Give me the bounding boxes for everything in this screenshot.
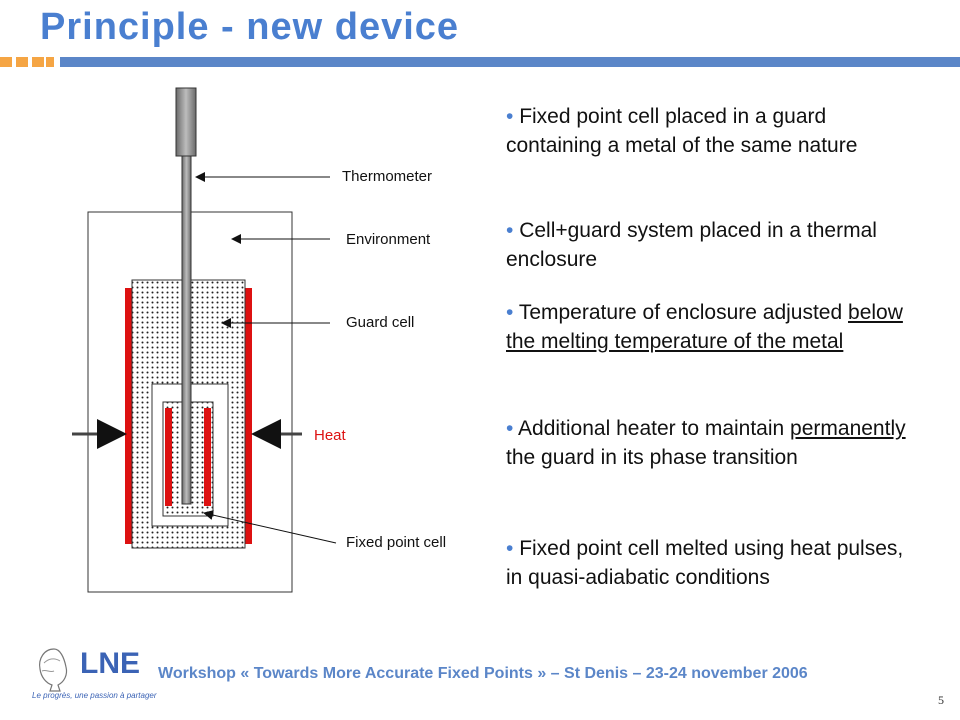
bullet-dot-icon: •	[506, 537, 520, 560]
bullet-item: • Additional heater to maintain permanen…	[506, 417, 906, 469]
cell-heater-left	[165, 408, 172, 506]
page-number: 5	[938, 693, 944, 707]
bullet-item: • Temperature of enclosure adjusted belo…	[506, 301, 903, 353]
thermometer-label: Thermometer	[342, 168, 432, 185]
guard-heater-right	[245, 288, 252, 544]
environment-label: Environment	[346, 231, 431, 248]
marianne-logo-icon	[39, 648, 68, 692]
bullet-dot-icon: •	[506, 219, 520, 242]
device-diagram: Thermometer Environment Guard cell Heat …	[72, 87, 446, 593]
accent-square	[0, 57, 12, 67]
guard-cell-label: Guard cell	[346, 314, 414, 331]
fixed-point-cell-label: Fixed point cell	[346, 534, 446, 551]
accent-square	[46, 57, 54, 67]
bullet-dot-icon: •	[506, 105, 520, 128]
bullet-item: • Fixed point cell placed in a guard con…	[506, 105, 858, 157]
bullet-item: • Cell+guard system placed in a thermal …	[506, 219, 877, 271]
logo-tagline: Le progrès, une passion à partager	[32, 691, 157, 700]
thermometer-stem	[181, 155, 192, 505]
fixed-point-cell-arrow	[203, 510, 337, 544]
heat-label: Heat	[314, 427, 347, 444]
guard-heater-left	[125, 288, 132, 544]
slide-title: Principle - new device	[40, 6, 460, 48]
footer-text: Workshop « Towards More Accurate Fixed P…	[158, 665, 808, 682]
cell-heater-right	[204, 408, 211, 506]
bullet-dot-icon: •	[506, 301, 519, 324]
logo-text: LNE	[80, 647, 140, 680]
title-underline-bar	[60, 57, 960, 67]
accent-square	[16, 57, 28, 67]
lne-logo: LNE Le progrès, une passion à partager	[30, 645, 157, 705]
bullet-item: • Fixed point cell melted using heat pul…	[506, 537, 904, 589]
thermometer-head	[175, 87, 197, 157]
bullet-dot-icon: •	[506, 417, 519, 440]
accent-square	[32, 57, 44, 67]
